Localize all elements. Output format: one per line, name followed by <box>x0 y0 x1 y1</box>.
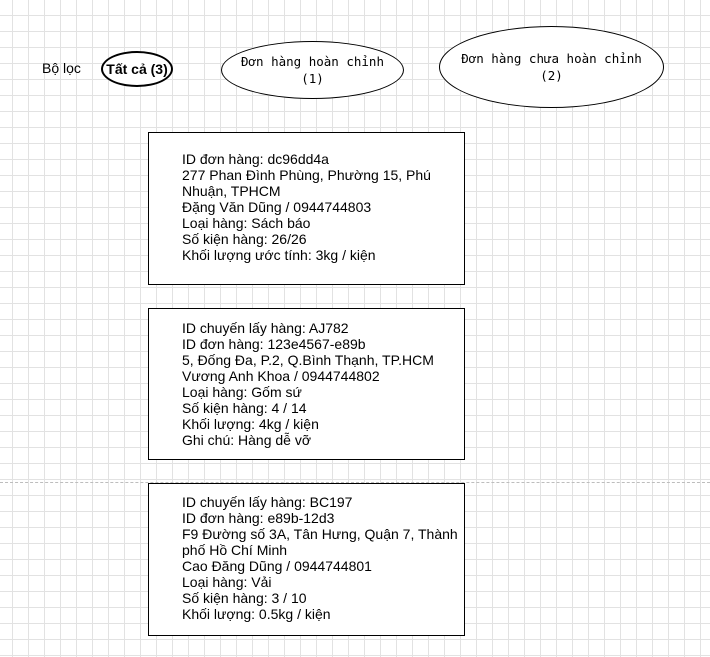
order-contact: Vương Anh Khoa / 0944744802 <box>182 368 380 384</box>
order-weight: Khối lượng ước tính: 3kg / kiện <box>182 247 376 263</box>
page-break-line <box>0 482 710 483</box>
order-contact: Cao Đăng Dũng / 0944744801 <box>182 558 372 574</box>
order-address: 277 Phan Đình Phùng, Phường 15, Phú Nhuậ… <box>182 167 431 199</box>
order-id: ID đơn hàng: e89b-12d3 <box>182 510 335 526</box>
filter-all-button[interactable]: Tất cả (3) <box>101 51 173 87</box>
order-package-count: Số kiện hàng: 26/26 <box>182 231 307 247</box>
order-card[interactable]: ID đơn hàng: dc96dd4a 277 Phan Đình Phùn… <box>148 132 465 285</box>
filter-complete-button[interactable]: Đơn hàng hoàn chỉnh (1) <box>221 41 404 99</box>
order-weight: Khối lượng: 4kg / kiện <box>182 416 319 432</box>
pickup-trip-id: ID chuyến lấy hàng: AJ782 <box>182 320 349 336</box>
order-note: Ghi chú: Hàng dễ vỡ <box>182 432 312 448</box>
order-goods-type: Loại hàng: Sách báo <box>182 215 311 231</box>
filter-complete-label: Đơn hàng hoàn chỉnh <box>241 54 384 69</box>
filter-label: Bộ lọc <box>42 60 81 76</box>
order-goods-type: Loại hàng: Gốm sứ <box>182 384 302 400</box>
order-package-count: Số kiện hàng: 3 / 10 <box>182 590 307 606</box>
order-goods-type: Loại hàng: Vải <box>182 574 272 590</box>
order-address: 5, Đống Đa, P.2, Q.Bình Thạnh, TP.HCM <box>182 352 434 368</box>
order-card[interactable]: ID chuyến lấy hàng: AJ782 ID đơn hàng: 1… <box>148 308 465 460</box>
order-weight: Khối lượng: 0.5kg / kiện <box>182 606 331 622</box>
filter-incomplete-button[interactable]: Đơn hàng chưa hoàn chỉnh (2) <box>439 26 664 108</box>
order-id: ID đơn hàng: dc96dd4a <box>182 151 329 167</box>
order-contact: Đặng Văn Dũng / 0944744803 <box>182 199 372 215</box>
order-package-count: Số kiện hàng: 4 / 14 <box>182 400 307 416</box>
filter-incomplete-count: (2) <box>540 68 563 83</box>
order-card[interactable]: ID chuyến lấy hàng: BC197 ID đơn hàng: e… <box>148 483 465 636</box>
filter-incomplete-label: Đơn hàng chưa hoàn chỉnh <box>461 51 642 66</box>
order-address: F9 Đường số 3A, Tân Hưng, Quận 7, Thành … <box>182 526 458 558</box>
order-id: ID đơn hàng: 123e4567-e89b <box>182 336 366 352</box>
pickup-trip-id: ID chuyến lấy hàng: BC197 <box>182 494 353 510</box>
filter-all-label: Tất cả (3) <box>106 61 168 77</box>
filter-complete-count: (1) <box>301 71 324 86</box>
